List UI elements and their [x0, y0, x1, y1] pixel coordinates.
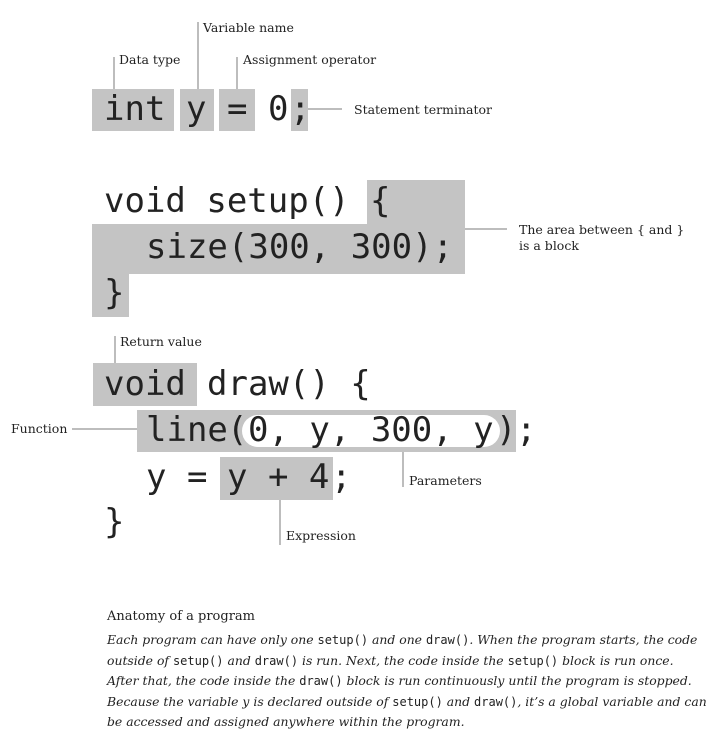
label-parameters: Parameters [409, 473, 482, 488]
caption-text: , it’s a global variable and can be acce… [107, 693, 707, 730]
variable-highlight [180, 89, 214, 131]
caption-code-draw: draw() [474, 694, 518, 709]
variable-leader [197, 22, 199, 89]
code-void-setup: void setup() [104, 181, 350, 221]
caption-text: block is run continuously until the prog… [107, 673, 692, 709]
block-close-highlight [92, 272, 129, 317]
return-value-highlight [93, 363, 197, 406]
caption-text: is run. Next, the code inside the [298, 652, 508, 668]
code-terminator: ; [290, 89, 311, 129]
expression-highlight [220, 457, 333, 500]
code-size-call: size(300, 300); [146, 227, 454, 267]
caption-code-setup: setup() [392, 694, 443, 709]
caption-code-setup: setup() [172, 653, 224, 668]
parameters-pill [242, 415, 500, 447]
parameters-leader [402, 452, 404, 487]
caption-text: Each program can have only one [107, 632, 318, 647]
expression-leader [279, 500, 281, 545]
code-close-brace-setup: } [104, 273, 125, 313]
caption-code-setup: setup() [317, 633, 369, 647]
label-statement-terminator: Statement terminator [354, 102, 493, 117]
label-return-value: Return value [120, 334, 202, 349]
label-function: Function [11, 421, 68, 436]
caption-text: and [442, 693, 475, 709]
code-close-brace-draw: } [104, 502, 125, 542]
code-line-func: line [146, 410, 228, 450]
caption-code-draw: draw() [299, 674, 343, 688]
caption-text: . When the program starts, the code outs… [107, 632, 698, 668]
code-line-semicolon: ; [516, 410, 537, 450]
caption-code-draw: draw() [425, 633, 470, 647]
code-value-zero: 0 [268, 89, 289, 129]
code-draw-head: draw() { [207, 364, 371, 404]
block-body-highlight [92, 224, 465, 274]
caption-code-draw: draw() [254, 653, 299, 668]
code-expression: y + 4 [227, 457, 330, 497]
code-expr-semicolon: ; [331, 457, 352, 497]
code-assign-op: = [227, 89, 248, 129]
caption: Anatomy of a program Each program can ha… [107, 609, 707, 732]
code-open-brace: { [370, 181, 391, 221]
operator-highlight [219, 89, 255, 131]
caption-text: and [223, 652, 255, 668]
terminator-highlight [291, 89, 308, 131]
return-value-leader [114, 336, 116, 363]
caption-text: block is run once. After that, the code … [107, 652, 674, 689]
code-line-close-paren: ) [496, 410, 517, 450]
caption-code-setup: setup() [507, 653, 559, 668]
caption-body: Each program can have only one setup() a… [107, 630, 707, 732]
code-line-params: 0, y, 300, y [248, 410, 494, 450]
label-variable-name: Variable name [203, 20, 294, 35]
label-data-type: Data type [119, 52, 181, 67]
block-brace-highlight [367, 180, 465, 226]
code-var-y: y [186, 89, 207, 129]
block-leader [465, 228, 507, 230]
label-assignment-operator: Assignment operator [243, 52, 377, 67]
caption-text: and one [368, 632, 426, 647]
operator-leader [236, 57, 238, 89]
label-block-line2: is a block [519, 238, 579, 253]
caption-title: Anatomy of a program [107, 609, 255, 624]
code-line-open-paren: ( [227, 410, 248, 450]
function-leader [72, 428, 137, 430]
code-void-return: void [104, 364, 186, 404]
label-block-line1: The area between { and } [519, 222, 685, 237]
label-expression: Expression [286, 528, 356, 543]
code-y-assign: y = [146, 457, 208, 497]
code-int: int [104, 89, 166, 129]
datatype-highlight [92, 89, 174, 131]
datatype-leader [113, 57, 115, 89]
terminator-leader [308, 108, 342, 110]
